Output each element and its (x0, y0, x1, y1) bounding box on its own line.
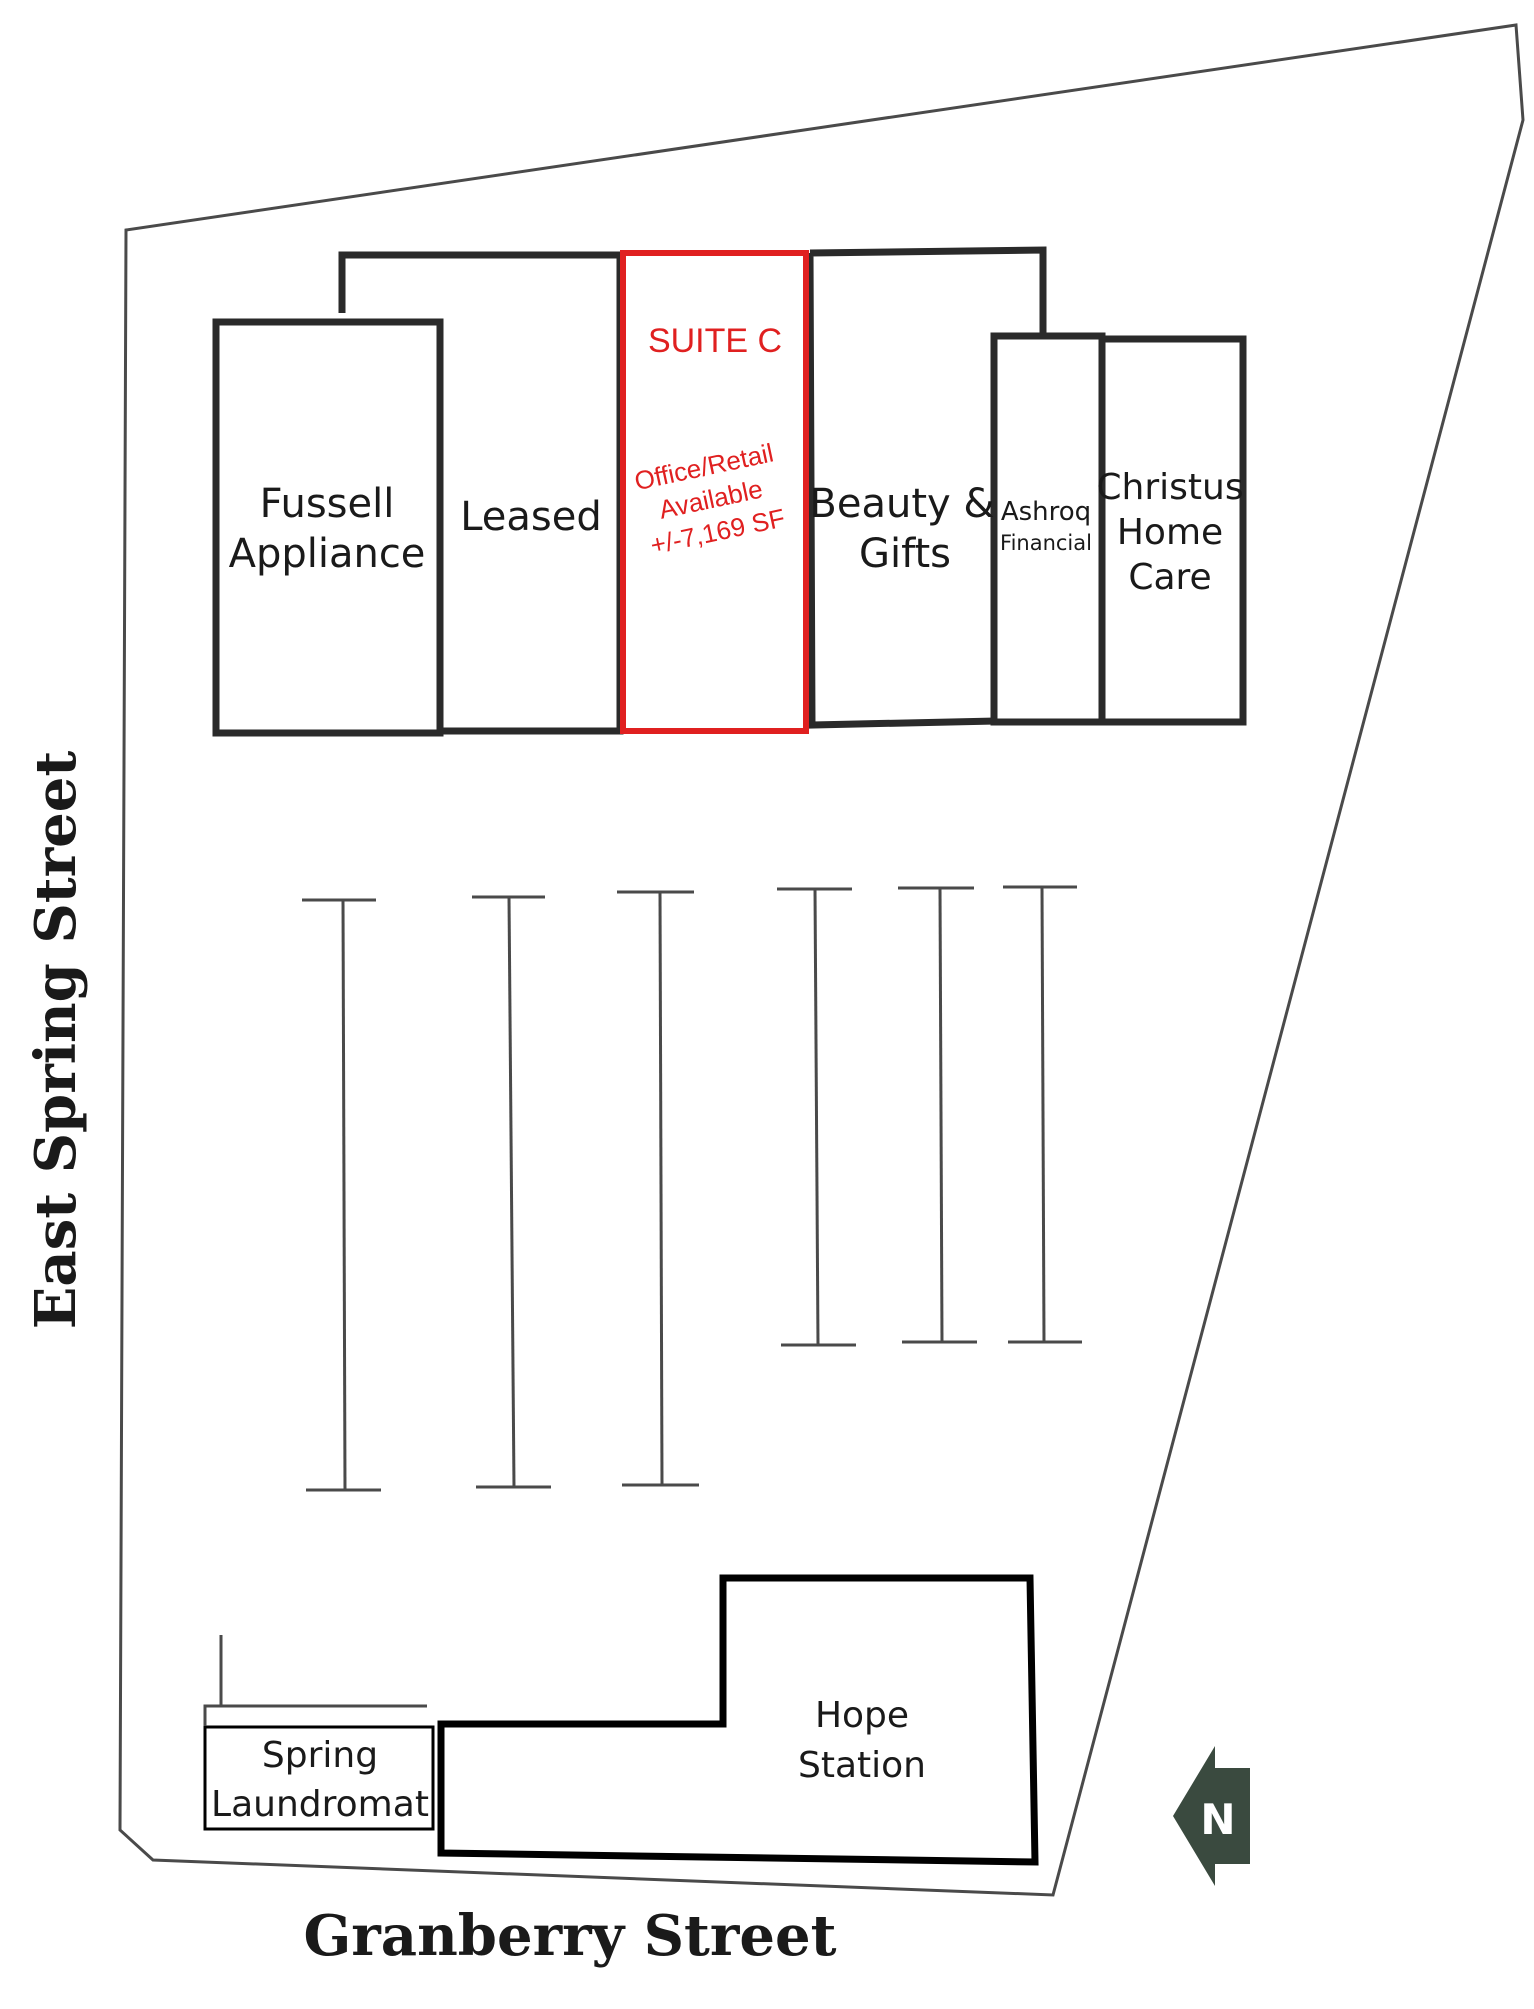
tenant-laundromat-line1: Spring (262, 1735, 378, 1776)
north-arrow-label: N (1200, 1795, 1235, 1844)
tenant-fussell-appliance-line1: Fussell (260, 481, 395, 527)
parking-row (898, 886, 977, 1344)
tenant-ashroq-line1: Ashroq (1001, 497, 1091, 527)
tenant-ashroq-line2: Financial (1000, 531, 1092, 555)
tenant-christus-line1: Christus (1096, 467, 1243, 508)
street-label-granberry: Granberry Street (303, 1903, 836, 1969)
tenant-leased: Leased (460, 494, 602, 540)
tenant-christus-line2: Home (1117, 512, 1223, 553)
tenant-fussell-appliance-line2: Appliance (229, 531, 426, 577)
laundromat-canopy (203, 1635, 427, 1726)
north-arrow-icon: N (1173, 1746, 1250, 1886)
property-boundary (118, 23, 1525, 1897)
building-ashroq-financial (990, 332, 1106, 726)
suite-c-title: SUITE C (648, 322, 782, 360)
suite-c-details: Office/Retail Available +/-7,169 SF (632, 438, 788, 561)
parking-row (302, 898, 381, 1492)
building-christus-home-care (1098, 335, 1247, 726)
tenant-laundromat-line2: Laundromat (211, 1784, 429, 1825)
tenant-beauty-gifts-line2: Gifts (859, 531, 951, 577)
parking-row (1003, 885, 1082, 1344)
building-spring-laundromat (203, 1725, 435, 1831)
street-label-east-spring: East Spring Street (23, 751, 89, 1330)
tenant-hope-station-line2: Station (798, 1745, 926, 1786)
building-fussell-appliance (212, 318, 444, 737)
parking-row (777, 887, 856, 1347)
tenant-christus-line3: Care (1128, 557, 1211, 598)
building-suite-c (620, 250, 809, 734)
parking-row (617, 890, 699, 1487)
parking-row (472, 895, 551, 1489)
tenant-beauty-gifts-line1: Beauty & (809, 481, 994, 527)
parking-rows (302, 885, 1082, 1492)
building-beauty-gifts (806, 246, 1047, 729)
tenant-hope-station-line1: Hope (815, 1695, 909, 1736)
building-hope-station (437, 1574, 1039, 1866)
